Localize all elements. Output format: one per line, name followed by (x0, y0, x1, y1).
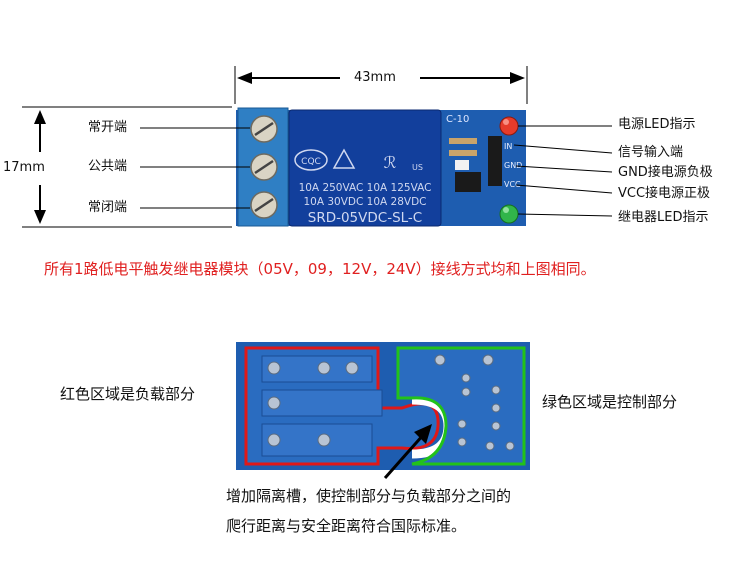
cqc-logo (294, 149, 328, 171)
pin-header (488, 136, 502, 186)
wiring-note: 所有1路低电平触发继电器模块（05V，09，12V，24V）接线方式均和上图相同… (44, 260, 596, 278)
solder-pad (317, 433, 331, 447)
label-gnd: GND接电源负极 (618, 165, 713, 180)
leader-in (513, 144, 613, 154)
label-load-region: 红色区域是负载部分 (60, 385, 196, 403)
leader-vcc (515, 184, 613, 194)
solder-pad (317, 361, 331, 375)
ul-mark-icon: ℛ (384, 153, 397, 172)
transistor (455, 172, 481, 192)
pcb-mark: C-10 (446, 114, 469, 125)
ul-us-text: US (412, 163, 423, 172)
cqc-text: CQC (301, 157, 321, 167)
triangle-mark-icon (332, 148, 356, 169)
label-common: 公共端 (88, 159, 128, 174)
relay-rating-line1: 10A 250VAC 10A 125VAC (299, 182, 432, 194)
relay-led-icon (499, 204, 519, 224)
dim-arrow-up (34, 110, 46, 124)
slot-pointer-arrow (383, 433, 426, 479)
dimension-height-label: 17mm (3, 160, 45, 175)
solder-pad (267, 433, 281, 447)
solder-pad (345, 361, 359, 375)
label-normally-closed: 常闭端 (88, 200, 128, 215)
dim-arrow-right (510, 72, 525, 84)
dim-arrow-left (237, 72, 252, 84)
label-vcc: VCC接电源正极 (618, 186, 711, 201)
dimension-width-label: 43mm (354, 70, 396, 85)
resistor-1 (449, 138, 477, 144)
relay-model: SRD-05VDC-SL-C (308, 210, 422, 226)
power-led-icon (499, 116, 519, 136)
terminal-screw-3 (250, 191, 278, 219)
relay-body (288, 109, 442, 227)
terminal-screw-1 (250, 115, 278, 143)
relay-rating-line2: 10A 30VDC 10A 28VDC (303, 196, 426, 208)
label-power-led: 电源LED指示 (618, 117, 696, 132)
relay-module-diagram: CQC ℛ US 10A 250VAC 10A 125VAC 10A 30VDC… (22, 66, 613, 228)
caption-line-2: 爬行距离与安全距离符合国际标准。 (226, 517, 467, 535)
label-normally-open: 常开端 (88, 120, 128, 135)
leader-relay-led (517, 213, 613, 217)
slot-pointer-arrowhead (414, 424, 432, 444)
terminal-screw-2 (250, 153, 278, 181)
pin-label-gnd: GND (504, 161, 522, 170)
pin-label-in: IN (504, 142, 512, 151)
dim-arrow-down (34, 210, 46, 224)
control-region-outline (396, 346, 526, 466)
pin-label-vcc: VCC (504, 180, 521, 189)
resistor-2 (449, 150, 477, 156)
diode (455, 160, 469, 170)
label-signal-input: 信号输入端 (618, 145, 684, 160)
solder-pad (267, 396, 281, 410)
leader-gnd (515, 165, 613, 173)
solder-pad (267, 361, 281, 375)
pcb-underside-diagram (236, 342, 530, 479)
label-control-region: 绿色区域是控制部分 (542, 393, 678, 411)
caption-line-1: 增加隔离槽，使控制部分与负载部分之间的 (226, 487, 512, 505)
label-relay-led: 继电器LED指示 (618, 210, 709, 225)
